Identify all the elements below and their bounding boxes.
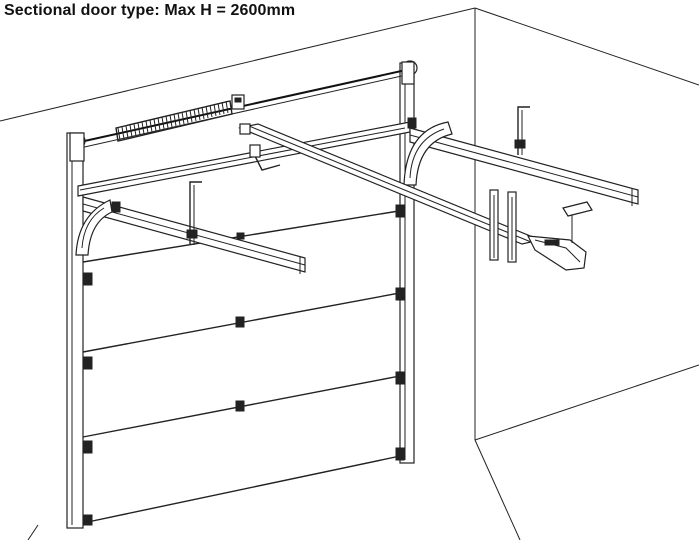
opener-motor (526, 201, 593, 271)
left-horizontal-track (75, 181, 306, 274)
door-panels (82, 135, 406, 526)
diagram-title: Sectional door type: Max H = 2600mm (4, 2, 296, 19)
right-horizontal-track (403, 106, 639, 206)
opener-rail (238, 123, 542, 263)
torsion-spring (69, 60, 418, 162)
